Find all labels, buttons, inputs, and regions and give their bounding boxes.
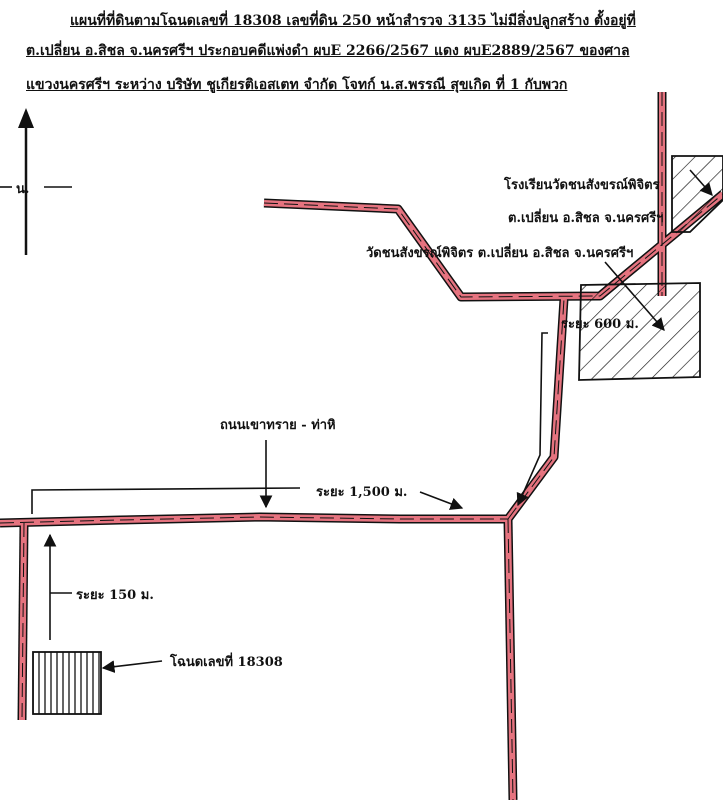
dimension-1500 <box>31 487 464 514</box>
deed-parcel <box>32 651 102 715</box>
dimension-150 <box>43 533 72 640</box>
deed-label: โฉนดเลขที่ 18308 <box>170 655 283 670</box>
distance-1500-label: ระยะ 1,500 ม. <box>316 485 408 500</box>
road-name-label: ถนนเขาทราย - ท่าหิ <box>220 418 336 433</box>
dimension-600 <box>516 332 548 507</box>
school-hatch-area <box>671 155 723 233</box>
school-label: โรงเรียนวัดชนสังขรณ์พิจิตร <box>504 178 660 193</box>
title-line-3: แขวงนครศรีฯ ระหว่าง บริษัท ชูเกียรติเอสเ… <box>26 77 568 93</box>
temple-label: วัดชนสังขรณ์พิจิตร ต.เปลี่ยน อ.สิชล จ.นค… <box>366 246 634 261</box>
roads <box>0 92 723 800</box>
north-arrow <box>0 108 72 255</box>
title-line-2: ต.เปลี่ยน อ.สิชล จ.นครศรีฯ ประกอบคดีแพ่ง… <box>26 43 630 59</box>
school-location-label: ต.เปลี่ยน อ.สิชล จ.นครศรีฯ <box>508 211 664 226</box>
title-line-1: แผนที่ที่ดินตามโฉนดเลขที่ 18308 เลขที่ดิ… <box>70 13 636 29</box>
school-pointer <box>689 169 713 196</box>
distance-600-label: ระยะ 600 ม. <box>561 317 639 332</box>
distance-150-label: ระยะ 150 ม. <box>76 588 154 603</box>
temple-hatch-area <box>578 282 701 381</box>
temple-pointer <box>604 261 665 331</box>
deed-pointer <box>101 660 163 673</box>
north-label: น. <box>16 182 30 197</box>
